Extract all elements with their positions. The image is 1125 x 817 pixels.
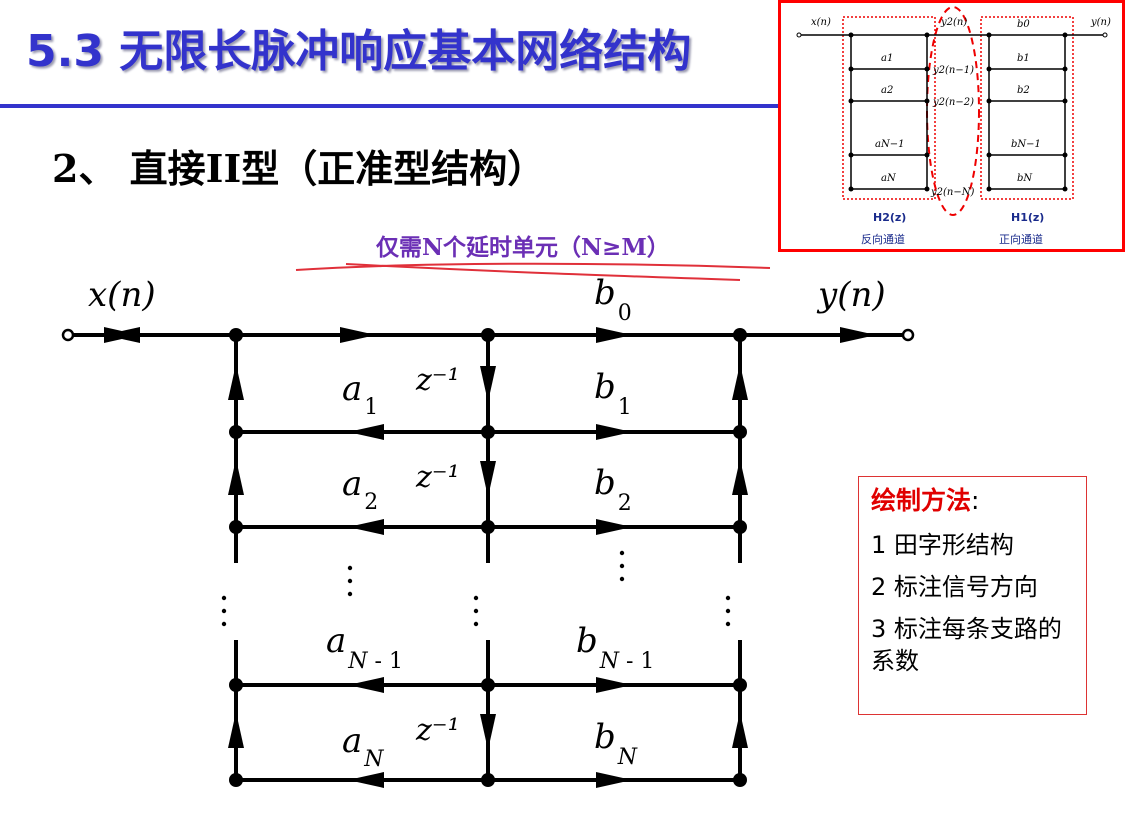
b0-label: b0 xyxy=(594,273,632,326)
arrow-main-3 xyxy=(596,327,632,343)
bN-label: bN xyxy=(594,717,638,770)
arrow-delay-1 xyxy=(480,366,496,402)
inset-y2-2: y2(n−2) xyxy=(932,97,974,108)
inset-b1: b1 xyxy=(1017,53,1030,64)
method-step-2: 2 标注信号方向 xyxy=(871,573,1038,601)
delay-note: 仅需N个延时单元（N≥M） xyxy=(376,234,670,261)
inset-aN: aN xyxy=(881,173,897,184)
arrow-up-right-1 xyxy=(732,364,748,400)
inset-h1-caption: 正向通道 xyxy=(999,232,1043,246)
inset-a1: a1 xyxy=(881,53,893,64)
title-underline xyxy=(0,104,780,108)
b2-label: b2 xyxy=(594,463,632,516)
arrow-bN xyxy=(596,772,632,788)
arrow-bN-1 xyxy=(596,677,632,693)
arrow-b1 xyxy=(596,424,632,440)
arrow-b2 xyxy=(596,519,632,535)
inset-diagram: x(n) y(n) y2(n) y2(n−1) y2(n−2) y2(n−N) … xyxy=(778,0,1125,252)
output-label: y(n) xyxy=(816,275,886,315)
arrow-up-right-3 xyxy=(732,712,748,748)
arrow-main-2 xyxy=(340,327,376,343)
inset-diagram-svg: x(n) y(n) y2(n) y2(n−1) y2(n−2) y2(n−N) … xyxy=(796,6,1111,246)
inset-y2-n: y2(n−N) xyxy=(930,187,974,198)
delay-label-2: z⁻¹ xyxy=(415,460,460,495)
node-set xyxy=(229,328,747,787)
arrow-delay-2 xyxy=(480,461,496,497)
inset-h2-caption: 反向通道 xyxy=(861,232,905,246)
delay-label-1: z⁻¹ xyxy=(415,363,460,398)
inset-y2-0: y2(n) xyxy=(940,17,967,28)
inset-h2-label: H2(z) xyxy=(873,211,906,224)
aN-1-label: aN - 1 xyxy=(326,621,403,674)
inset-y2-1: y2(n−1) xyxy=(932,65,974,76)
arrow-main-1 xyxy=(104,327,140,343)
page-title: 5.3 无限长脉冲响应基本网络结构 xyxy=(26,26,692,77)
method-step-1: 1 田字形结构 xyxy=(871,531,1014,559)
inset-x-label: x(n) xyxy=(811,17,831,28)
inset-a2: a2 xyxy=(881,85,893,96)
delay-label-n: z⁻¹ xyxy=(415,713,460,748)
a2-label: a2 xyxy=(342,464,378,515)
b1-label: b1 xyxy=(594,367,632,420)
inset-aN-1: aN−1 xyxy=(875,139,904,150)
inset-h1-label: H1(z) xyxy=(1011,211,1044,224)
arrow-up-right-2 xyxy=(732,459,748,495)
aN-label: aN xyxy=(342,721,384,772)
inset-bN-1: bN−1 xyxy=(1011,139,1041,150)
arrow-delay-n xyxy=(480,714,496,750)
method-title: 绘制方法: xyxy=(871,486,980,515)
method-box: 绘制方法: 1 田字形结构 2 标注信号方向 3 标注每条支路的系数 xyxy=(858,476,1087,715)
inset-b0: b0 xyxy=(1017,19,1030,30)
ellipsis-dots xyxy=(221,550,731,627)
h1-frame xyxy=(980,16,1074,200)
arrow-aN-1 xyxy=(348,677,384,693)
input-label: x(n) xyxy=(88,275,156,315)
bN-1-label: bN - 1 xyxy=(576,621,654,674)
method-step-3: 3 标注每条支路的系数 xyxy=(871,615,1062,675)
arrow-main-4 xyxy=(840,327,876,343)
arrow-a1 xyxy=(348,424,384,440)
input-terminal xyxy=(61,328,75,342)
arrow-a2 xyxy=(348,519,384,535)
section-heading: 2、 直接II型（正准型结构） xyxy=(52,146,546,191)
a1-label: a1 xyxy=(342,369,378,420)
h2-frame xyxy=(842,16,936,200)
inset-bN: bN xyxy=(1017,173,1033,184)
arrow-up-left-1 xyxy=(228,364,244,400)
output-terminal xyxy=(901,328,915,342)
handwritten-underline xyxy=(295,262,771,281)
inset-b2: b2 xyxy=(1017,85,1030,96)
arrow-up-left-2 xyxy=(228,459,244,495)
arrow-aN xyxy=(348,772,384,788)
arrow-up-left-3 xyxy=(228,712,244,748)
inset-y-label: y(n) xyxy=(1090,17,1111,28)
